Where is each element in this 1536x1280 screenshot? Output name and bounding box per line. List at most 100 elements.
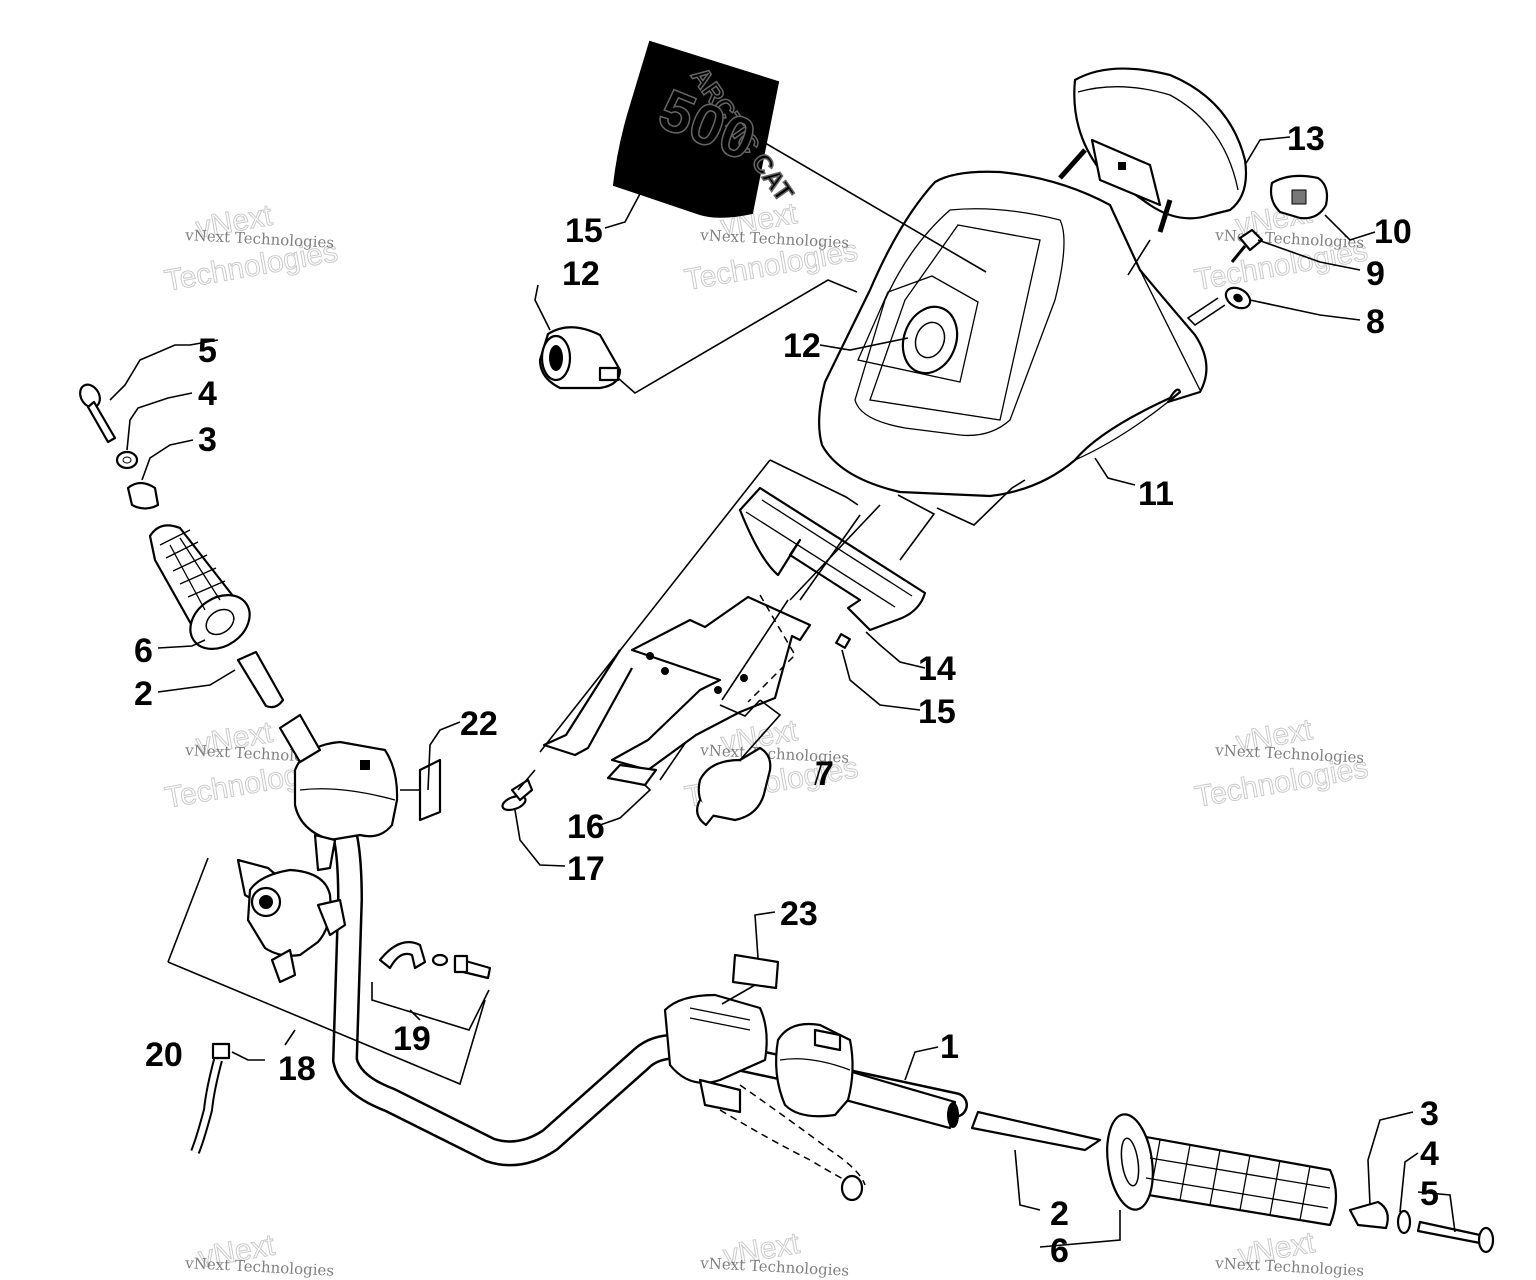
callout-21: 15 xyxy=(565,212,603,250)
right-switch-housing xyxy=(775,1022,854,1118)
leader-2-right xyxy=(1014,1149,1041,1211)
leader-8 xyxy=(1249,299,1361,321)
leader-4-left xyxy=(126,392,193,451)
part-5-left-bolt xyxy=(79,383,117,444)
leader-13 xyxy=(1244,136,1291,166)
leader-3-left xyxy=(141,439,194,481)
bracket-line-pod-to-clip xyxy=(539,459,771,753)
leader-17-to-bracket xyxy=(517,769,536,791)
part-15-clip xyxy=(835,633,851,649)
dashed-alignment xyxy=(747,594,796,703)
bracket-line-ignition xyxy=(739,699,782,761)
part-23-label xyxy=(731,953,780,990)
callout-7: 7 xyxy=(815,755,834,793)
leader-22 xyxy=(427,721,461,791)
leader-21-to-pod xyxy=(759,139,987,273)
callout-22: 22 xyxy=(460,705,498,743)
left-switch-housing xyxy=(293,740,399,872)
leader-1 xyxy=(904,1046,939,1081)
part-3-right-bar-end xyxy=(1348,1200,1389,1230)
part-9-toggle-switch xyxy=(1230,228,1264,263)
part-19-clamp xyxy=(378,941,492,980)
callout-3-right: 3 xyxy=(1420,1095,1439,1133)
leader-15 xyxy=(841,649,921,711)
callout-3-left: 3 xyxy=(198,421,217,459)
callout-6-right: 6 xyxy=(1050,1232,1069,1270)
leader-14 xyxy=(865,631,926,669)
left-bar-stub xyxy=(278,713,322,764)
callout-1: 1 xyxy=(940,1028,959,1066)
right-master-cylinder xyxy=(663,993,866,1202)
leader-6-right xyxy=(1039,1210,1121,1248)
leader-21 xyxy=(604,174,651,229)
watermark-small: vNext Technologies xyxy=(1214,741,1365,767)
part-2-left-grip-tube xyxy=(236,650,285,709)
part-3-left-bar-end xyxy=(126,481,160,510)
bracket-line-bracket-foot xyxy=(659,741,687,781)
callout-10: 10 xyxy=(1374,213,1412,251)
leader-23-to-cylinder xyxy=(721,984,756,1005)
bracket-line-bezel-left xyxy=(897,494,936,561)
part-4-left-washer xyxy=(115,450,139,470)
callout-4-left: 4 xyxy=(198,375,217,413)
part-6-right-grip xyxy=(1106,1113,1338,1227)
callout-numbers: 15 12 12 13 10 9 8 11 5 4 3 6 2 22 14 15… xyxy=(134,120,1439,1270)
part-18-handlebar xyxy=(327,807,968,1167)
part-6-left-grip xyxy=(148,524,251,650)
leader-2-left xyxy=(157,669,236,693)
leader-12-top xyxy=(534,284,551,331)
callout-20: 20 xyxy=(145,1036,183,1074)
callout-17: 17 xyxy=(567,850,605,888)
bracket-line-center xyxy=(789,504,881,601)
leader-7 xyxy=(814,761,823,786)
callout-19: 19 xyxy=(393,1020,431,1058)
part-2-right-grip-tube xyxy=(970,1110,1102,1152)
leader-19 xyxy=(409,1009,421,1021)
leader-17 xyxy=(514,809,566,867)
left-thumb-lever-assembly xyxy=(236,858,347,984)
grip-pattern xyxy=(159,529,226,611)
part-5-right-bolt xyxy=(1416,1220,1495,1254)
watermark-small: vNext Technologies xyxy=(1214,1254,1365,1280)
part-13-speedometer xyxy=(1058,67,1248,233)
callout-12-top: 12 xyxy=(562,255,600,293)
leader-3-right xyxy=(1367,1111,1414,1206)
bracket-18-left xyxy=(167,857,209,963)
leader-5-left xyxy=(109,339,219,401)
bracket-line-pod xyxy=(769,459,859,506)
part-8-nut xyxy=(1224,286,1252,310)
bracket-line-bezel-right xyxy=(936,479,1026,526)
leader-4-right xyxy=(1399,1152,1419,1213)
part-10-switch-cap xyxy=(1269,174,1329,220)
bracket-line-bracket xyxy=(721,599,789,701)
bracket-19 xyxy=(371,982,490,1031)
watermark-small: vNext Technologies xyxy=(699,1254,850,1280)
part-20-wire xyxy=(190,1042,231,1154)
callout-9: 9 xyxy=(1366,255,1385,293)
leader-lines xyxy=(109,136,1456,1248)
callout-5-left: 5 xyxy=(198,332,217,370)
watermark-small: vNext Technologies xyxy=(184,1254,335,1280)
part-11-dash-pod xyxy=(818,170,1208,498)
callout-15: 15 xyxy=(918,693,956,731)
leader-6-left xyxy=(157,639,206,649)
part-4-right-washer xyxy=(1396,1209,1412,1235)
bracket-line-bezel-down xyxy=(799,514,861,601)
part-12-power-outlet xyxy=(538,326,622,390)
leader-20 xyxy=(231,1051,265,1061)
leader-12-center xyxy=(819,337,909,351)
bracket-line-ignition-2 xyxy=(719,699,761,717)
leader-8-to-pod xyxy=(1186,297,1226,327)
part-17-push-rivet xyxy=(501,778,534,812)
callout-16: 16 xyxy=(567,808,605,846)
grip-pattern xyxy=(1145,1139,1331,1221)
leader-18 xyxy=(284,1029,296,1046)
leader-11 xyxy=(1094,457,1136,486)
callout-8: 8 xyxy=(1366,303,1385,341)
callout-2-left: 2 xyxy=(134,675,153,713)
callout-18: 18 xyxy=(278,1050,316,1088)
part-7-ignition-switch xyxy=(695,746,772,827)
leader-10 xyxy=(1324,214,1376,241)
callout-23: 23 xyxy=(780,895,818,933)
